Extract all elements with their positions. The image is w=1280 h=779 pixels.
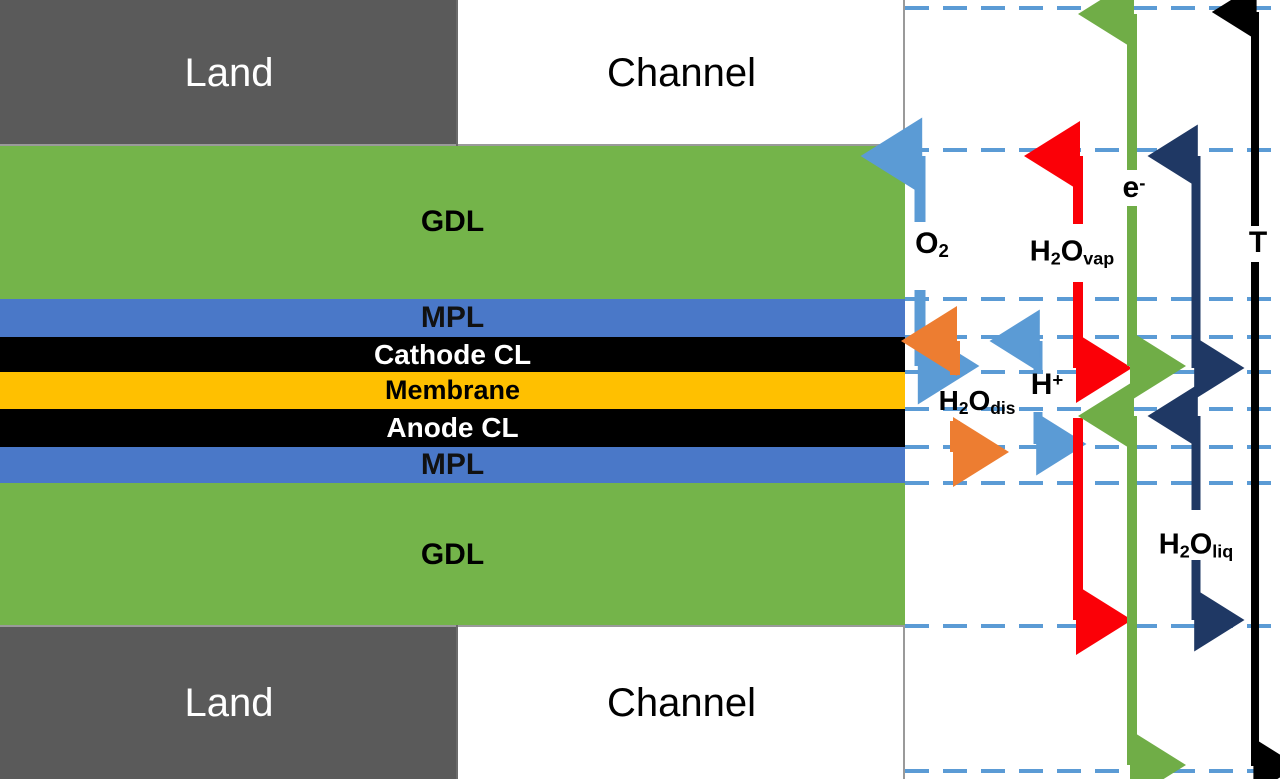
layer-mpl-anode: MPL: [0, 447, 905, 483]
electron-label-sup: -: [1139, 172, 1146, 194]
hplus-label-base: H: [1030, 368, 1053, 401]
temperature-label: T: [1249, 228, 1267, 258]
layer-mpl-cathode: MPL: [0, 299, 905, 337]
o2-label: O2: [915, 227, 949, 262]
gdl-anode-label: GDL: [420, 537, 485, 571]
h2o-dis-label-o: O: [968, 385, 991, 416]
hplus-label-sup: +: [1052, 369, 1064, 391]
temperature-label-base: T: [1248, 226, 1268, 259]
anode-cl-label: Anode CL: [386, 412, 519, 443]
cathode-cl-label: Cathode CL: [373, 338, 532, 370]
layer-gdl-cathode: GDL: [0, 145, 905, 299]
electron-label: e-: [1123, 173, 1146, 203]
flow-field-border-bottom: [0, 625, 905, 779]
h2o-vap-label-sub2: vap: [1083, 248, 1115, 269]
h2o-liq-label-o: O: [1189, 528, 1213, 561]
mpl-cathode-label: MPL: [420, 301, 485, 334]
h2o-liq-label-h: H: [1158, 528, 1180, 561]
h2o-vap-label-o: O: [1060, 235, 1084, 268]
h2o-vap-label-sub1: 2: [1050, 248, 1061, 269]
layer-anode-cl: Anode CL: [0, 409, 905, 447]
hplus-label: H+: [1031, 370, 1064, 400]
h2o-dis-label-sub1: 2: [958, 397, 969, 418]
h2o-dis-label: H2Odis: [938, 385, 1016, 418]
o2-label-base: O: [915, 227, 939, 260]
h2o-liq-label-sub1: 2: [1179, 541, 1190, 562]
membrane-label: Membrane: [384, 375, 521, 405]
h2o-liq-label-sub2: liq: [1212, 541, 1234, 562]
h2o-vap-label-h: H: [1029, 235, 1051, 268]
layer-cathode-cl: Cathode CL: [0, 337, 905, 372]
h2o-dis-label-h: H: [938, 385, 959, 416]
h2o-vap-label: H2Ovap: [1029, 235, 1115, 269]
land-divider-bottom: [456, 625, 458, 779]
flow-field-border-top: [0, 0, 905, 146]
o2-label-sub: 2: [938, 240, 949, 262]
electron-label-base: e: [1122, 171, 1140, 204]
layer-gdl-anode: GDL: [0, 483, 905, 626]
land-block-top: Land: [0, 0, 458, 145]
h2o-liq-label: H2Oliq: [1158, 528, 1234, 562]
layer-membrane: Membrane: [0, 372, 905, 409]
land-divider-top: [456, 0, 458, 146]
mpl-anode-label: MPL: [420, 448, 485, 481]
gdl-cathode-label: GDL: [420, 205, 485, 238]
h2o-dis-label-sub2: dis: [990, 397, 1016, 418]
